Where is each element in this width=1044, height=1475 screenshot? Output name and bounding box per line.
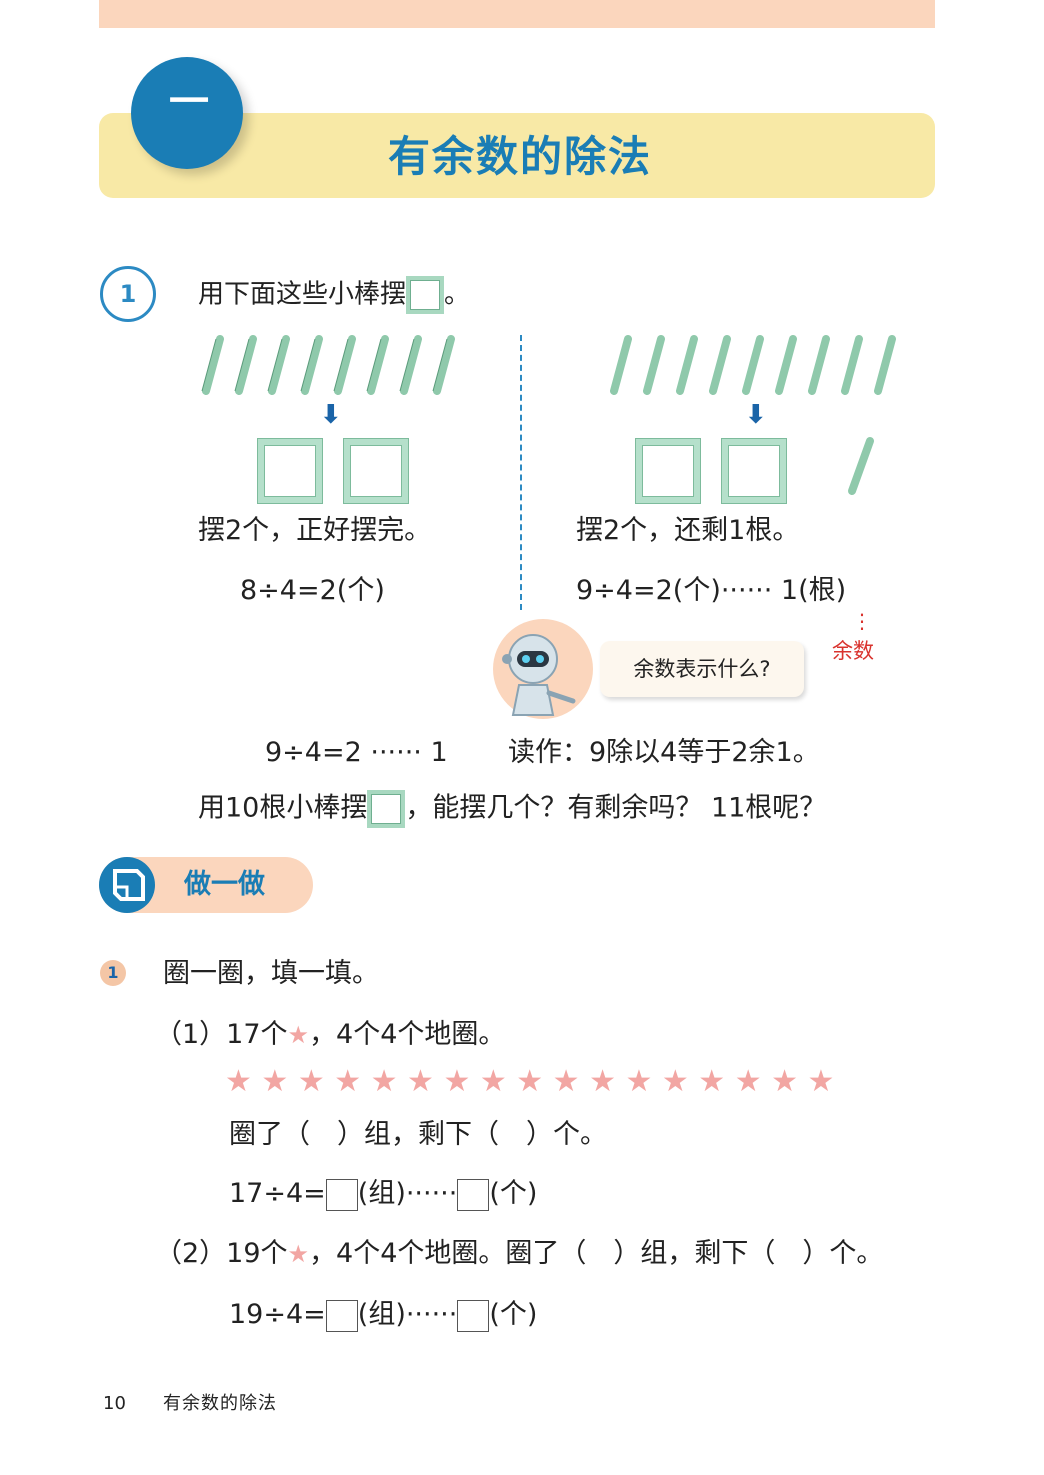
top-color-bar	[99, 0, 935, 28]
practice-heading: 做一做	[184, 869, 265, 900]
robot-icon	[502, 634, 576, 716]
down-arrow-icon: ⬇	[320, 400, 342, 430]
part2-eq-end: (个)	[489, 1299, 538, 1330]
question-number-badge: 1	[100, 960, 126, 986]
left-caption: 摆2个，正好摆完。	[198, 515, 432, 546]
star-icon: ★	[661, 1064, 699, 1099]
example-number-badge: 1	[100, 266, 156, 322]
stick-square-icon	[636, 439, 700, 503]
footer-title: 有余数的除法	[163, 1393, 277, 1414]
part1-label: （1）17个★，4个4个地圈。	[155, 1017, 505, 1053]
example-prompt: 用下面这些小棒摆 。	[198, 276, 470, 314]
answer-box[interactable]	[457, 1299, 490, 1332]
stick-square-icon	[722, 439, 786, 503]
part1-eq-end: (个)	[489, 1178, 538, 1209]
practice-heading-circle	[99, 857, 155, 913]
answer-box[interactable]	[457, 1178, 490, 1211]
part1-label-end: ，4个4个地圈。	[309, 1019, 506, 1050]
star-icon: ★	[698, 1064, 735, 1099]
answer-box[interactable]	[325, 1299, 358, 1332]
star-icon: ★	[370, 1064, 408, 1099]
star-icon: ★	[807, 1064, 844, 1099]
part1-fill-line: 圈了（ ）组，剩下（ ）个。	[229, 1119, 607, 1150]
practice-icon	[113, 869, 145, 901]
example-prompt-end: 。	[444, 279, 471, 310]
star-icon: ★	[225, 1064, 262, 1099]
star-icon: ★	[261, 1064, 298, 1099]
star-icon: ★	[287, 1021, 310, 1049]
example-prompt-text: 用下面这些小棒摆	[198, 279, 407, 310]
star-icon: ★	[479, 1064, 517, 1099]
chapter-title: 有余数的除法	[387, 132, 652, 181]
part2-eq-start: 19÷4=	[229, 1299, 326, 1330]
star-icon: ★	[407, 1064, 444, 1099]
stick-square-icon	[258, 439, 322, 503]
speech-bubble: 余数表示什么?	[600, 641, 804, 697]
star-icon: ★	[516, 1064, 553, 1099]
followup-start: 用10根小棒摆	[198, 792, 368, 824]
dashed-divider	[520, 335, 522, 610]
star-icon: ★	[552, 1064, 590, 1099]
followup-question: 用10根小棒摆 ，能摆几个？有剩余吗？ 11根呢？	[198, 790, 826, 828]
part1-equation: 17÷4= (组)······ (个)	[229, 1176, 537, 1212]
part2-equation: 19÷4= (组)······ (个)	[229, 1297, 537, 1333]
square-shape-icon	[367, 790, 406, 828]
down-arrow-icon: ⬇	[745, 400, 767, 430]
page-number: 10	[103, 1393, 126, 1414]
sticks-right-icon	[610, 335, 896, 395]
part2-label-end: ，4个4个地圈。圈了（ ）组，剩下（ ）个。	[309, 1238, 884, 1269]
stick-square-icon	[344, 439, 408, 503]
star-icon: ★	[589, 1064, 626, 1099]
reading-text: 读作：9除以4等于2余1。	[508, 737, 820, 768]
star-icon: ★	[287, 1240, 310, 1268]
part2-label-text: （2）19个	[155, 1238, 288, 1269]
single-stick-icon	[848, 437, 874, 495]
star-icon: ★	[625, 1064, 662, 1099]
part1-eq-start: 17÷4=	[229, 1178, 326, 1209]
star-icon: ★	[297, 1064, 335, 1099]
star-icon: ★	[771, 1064, 808, 1099]
square-shape-icon	[406, 276, 445, 314]
question-title: 圈一圈，填一填。	[163, 958, 379, 989]
star-icon: ★	[734, 1064, 772, 1099]
reading-equation: 9÷4=2 ······ 1	[265, 737, 448, 768]
part2-eq-mid: (组)······	[357, 1299, 458, 1330]
sticks-left-icon	[201, 335, 455, 395]
star-icon: ★	[443, 1064, 480, 1099]
right-equation: 9÷4=2(个)······ 1(根)	[576, 575, 847, 606]
robot-avatar	[493, 619, 593, 719]
chapter-number-circle	[131, 57, 243, 169]
chapter-number: 一	[169, 79, 209, 125]
right-caption: 摆2个，还剩1根。	[576, 515, 800, 546]
star-icon: ★	[334, 1064, 371, 1099]
remainder-label: 余数	[832, 639, 874, 663]
part1-label-text: （1）17个	[155, 1019, 288, 1050]
followup-end: ，能摆几个？有剩余吗？ 11根呢？	[405, 792, 827, 824]
left-equation: 8÷4=2(个)	[240, 575, 385, 606]
part1-eq-mid: (组)······	[357, 1178, 458, 1209]
stars-row: ★★★★★★★★★★★★★★★★★	[225, 1065, 935, 1099]
remainder-pointer-icon: ⋮	[852, 609, 872, 633]
part2-label: （2）19个★，4个4个地圈。圈了（ ）组，剩下（ ）个。	[155, 1236, 883, 1272]
answer-box[interactable]	[325, 1178, 358, 1211]
